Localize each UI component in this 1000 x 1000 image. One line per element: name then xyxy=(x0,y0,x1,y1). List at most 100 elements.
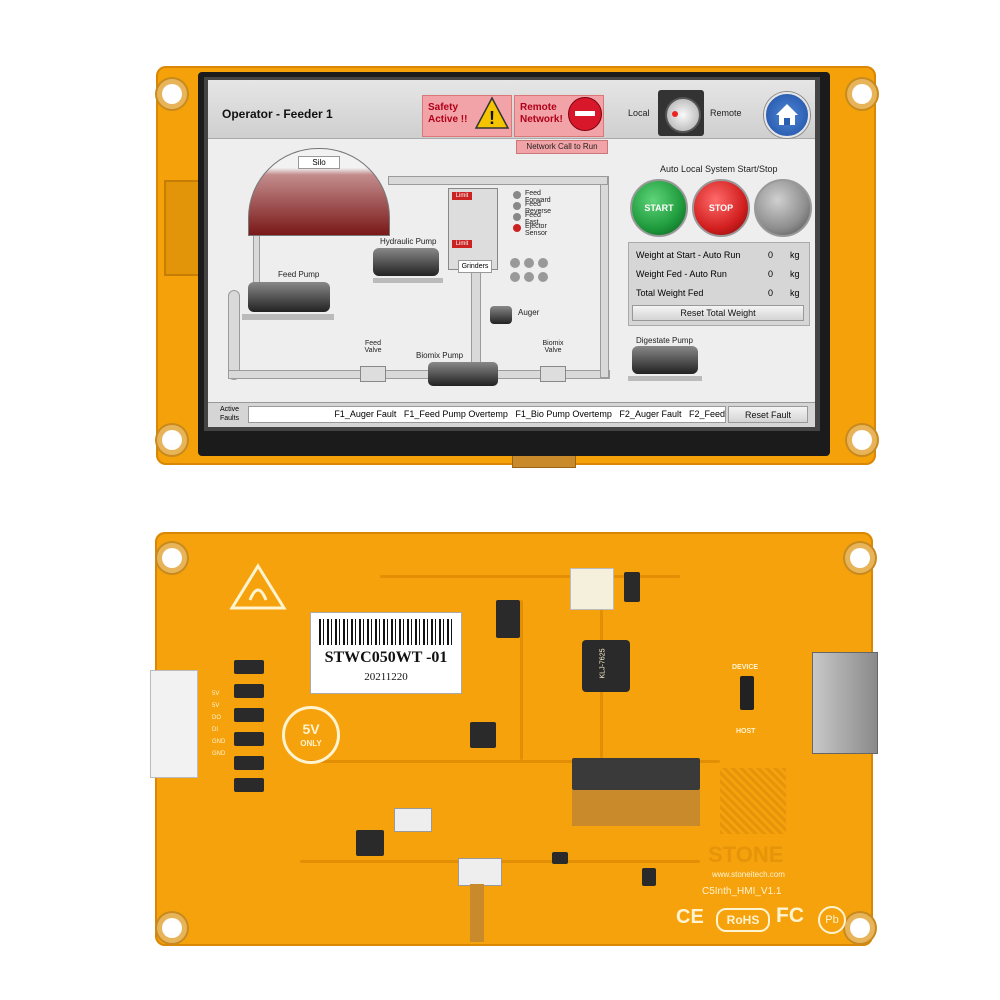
pin-label: DO xyxy=(212,715,221,721)
pipe xyxy=(388,176,608,185)
weight-unit: kg xyxy=(790,269,800,279)
chip xyxy=(356,830,384,856)
active-faults-label: Active Faults xyxy=(220,406,240,422)
legend-feed-forward: Feed Forward xyxy=(525,190,551,204)
board-version: C5Inth_HMI_V1.1 xyxy=(702,886,782,897)
auto-section-title: Auto Local System Start/Stop xyxy=(660,164,778,174)
mode-switch[interactable] xyxy=(740,676,754,710)
weight-value: 0 xyxy=(768,269,774,279)
fc-mark: FC xyxy=(776,904,804,927)
chip xyxy=(642,868,656,886)
auger-label: Auger xyxy=(518,308,540,317)
pump-base xyxy=(373,278,443,283)
feed-pump-label: Feed Pump xyxy=(278,270,320,279)
weight-value: 0 xyxy=(768,250,774,260)
hydraulic-pump[interactable] xyxy=(373,248,439,276)
model-number: STWC050WT -01 xyxy=(324,649,448,666)
chip xyxy=(470,722,496,748)
5v-only-badge: 5V ONLY xyxy=(282,706,340,764)
io-connector xyxy=(150,670,198,778)
network-alarm-label: Remote Network! xyxy=(520,102,563,125)
auger-sensors xyxy=(510,258,554,290)
hmi-screen: Operator - Feeder 1 Safety Active !! ! R… xyxy=(208,80,815,427)
model-sticker: STWC050WT -01 20211220 xyxy=(310,612,462,694)
usb-port xyxy=(812,652,878,754)
network-call-button[interactable]: Network Call to Run xyxy=(516,140,608,154)
weight-row: Total Weight Fed 0 kg xyxy=(636,288,806,298)
badge-bottom: ONLY xyxy=(300,739,322,748)
active-faults-ticker: F1_Auger Fault F1_Feed Pump Overtemp F1_… xyxy=(248,406,726,423)
host-label: HOST xyxy=(736,728,756,735)
biomix-valve[interactable] xyxy=(540,366,566,382)
weight-value: 0 xyxy=(768,288,774,298)
svg-text:!: ! xyxy=(489,108,495,128)
digestate-pump-label: Digestate Pump xyxy=(636,336,693,345)
trace xyxy=(380,575,680,578)
home-button[interactable] xyxy=(764,92,810,138)
reset-total-weight-button[interactable]: Reset Total Weight xyxy=(632,305,804,321)
pump-base xyxy=(242,314,334,320)
mount-hole xyxy=(162,918,182,938)
mode-local-label: Local xyxy=(628,108,650,118)
weight-unit: kg xyxy=(790,288,800,298)
weight-unit: kg xyxy=(790,250,800,260)
start-button[interactable]: START xyxy=(630,179,688,237)
chip xyxy=(496,600,520,638)
mount-hole xyxy=(852,84,872,104)
badge-top: 5V xyxy=(302,721,320,737)
pipe xyxy=(228,290,240,380)
buzzer xyxy=(394,808,432,832)
qr-code xyxy=(720,768,786,834)
mode-selector-knob[interactable] xyxy=(658,90,704,136)
feed-pump[interactable] xyxy=(248,282,330,312)
rohs-mark: RoHS xyxy=(716,908,770,932)
pin-label: GND xyxy=(212,751,226,757)
trace xyxy=(520,600,523,760)
protection-components xyxy=(234,660,264,792)
page-title: Operator - Feeder 1 xyxy=(222,107,333,121)
pipe xyxy=(228,370,610,379)
limit-top-indicator: Limit xyxy=(452,192,472,200)
pipe xyxy=(600,176,609,378)
pin-label: 5V xyxy=(212,691,220,697)
device-label: DEVICE xyxy=(732,664,759,671)
pump-base xyxy=(628,376,702,381)
mount-hole xyxy=(850,918,870,938)
side-connector xyxy=(164,180,200,276)
manufacture-date: 20211220 xyxy=(364,671,408,683)
auger-motor[interactable] xyxy=(490,306,512,324)
limit-bottom-indicator: Limit xyxy=(452,240,472,248)
esd-warning-icon xyxy=(228,562,288,617)
weight-label: Total Weight Fed xyxy=(636,288,704,298)
status-lamp xyxy=(754,179,812,237)
reset-fault-button[interactable]: Reset Fault xyxy=(728,406,808,423)
pin-label: DI xyxy=(212,727,218,733)
brand-logo: STONE xyxy=(708,842,784,867)
biomix-pump-label: Biomix Pump xyxy=(416,351,464,360)
legend-feed-fast: Feed Fast xyxy=(525,212,541,226)
inductor-label: KLJ-7625 xyxy=(599,648,607,679)
feed-valve[interactable] xyxy=(360,366,386,382)
ribbon-cable xyxy=(572,790,700,826)
pin-labels: 5V 5V DO DI GND GND xyxy=(212,688,225,760)
ce-mark: CE xyxy=(676,906,704,928)
weight-row: Weight at Start - Auto Run 0 kg xyxy=(636,250,806,260)
stop-button[interactable]: STOP xyxy=(692,179,750,237)
chip xyxy=(552,852,568,864)
mount-hole xyxy=(162,84,182,104)
home-icon xyxy=(776,104,798,125)
digestate-pump[interactable] xyxy=(632,346,698,374)
pin-label: GND xyxy=(212,739,226,745)
weight-label: Weight at Start - Auto Run xyxy=(636,250,741,260)
no-entry-icon xyxy=(568,97,602,131)
pipe xyxy=(471,265,481,372)
trace xyxy=(300,760,720,763)
weight-label: Weight Fed - Auto Run xyxy=(636,269,727,279)
biomix-pump[interactable] xyxy=(428,362,498,386)
silo-label: Silo xyxy=(298,156,340,169)
grinder-housing[interactable] xyxy=(448,188,498,270)
legend-ejector-sensor: Ejector Sensor xyxy=(525,223,548,237)
brand-website: www.stoneitech.com xyxy=(712,870,785,879)
jst-connector xyxy=(570,568,614,610)
mount-hole xyxy=(162,430,182,450)
